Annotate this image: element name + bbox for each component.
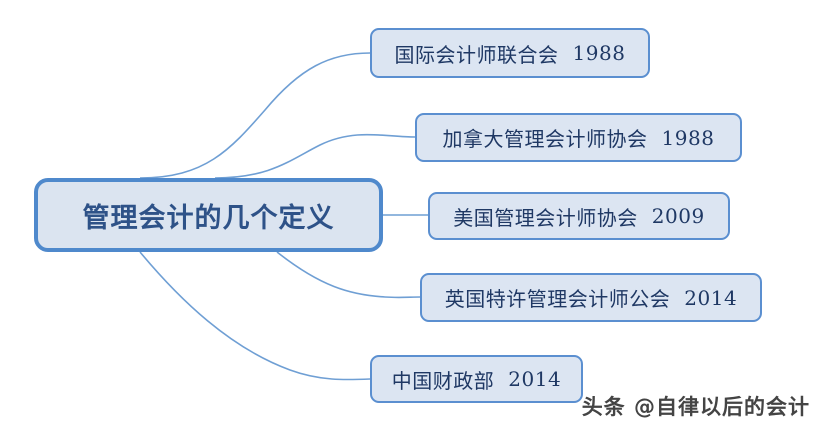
branch-node-1[interactable]: 国际会计师联合会 1988 (370, 28, 650, 78)
connector-to-branch-1 (139, 52, 371, 179)
branch-node-5-year: 2014 (508, 367, 562, 391)
connector-to-branch-4 (276, 251, 421, 299)
branch-node-2-year: 1988 (661, 125, 715, 150)
branch-node-1-year: 1988 (572, 41, 626, 65)
branch-node-4[interactable]: 英国特许管理会计师公会 2014 (420, 273, 762, 322)
branch-node-4-label: 英国特许管理会计师公会 (444, 287, 671, 311)
branch-node-1-label: 国际会计师联合会 (394, 42, 559, 67)
watermark-text: 头条 @自律以后的会计 (581, 395, 810, 419)
branch-node-2-label: 加拿大管理会计师协会 (442, 127, 648, 151)
root-node-label: 管理会计的几个定义 (82, 202, 335, 234)
branch-node-4-year: 2014 (684, 285, 738, 310)
root-node[interactable]: 管理会计的几个定义 (34, 178, 383, 252)
connector-to-branch-2 (214, 133, 416, 179)
branch-node-5[interactable]: 中国财政部 2014 (370, 355, 583, 403)
branch-node-3-year: 2009 (651, 204, 705, 228)
connector-to-branch-5 (139, 251, 371, 381)
branch-node-3-label: 美国管理会计师协会 (453, 205, 638, 230)
branch-node-5-label: 中国财政部 (391, 368, 495, 393)
branch-node-2[interactable]: 加拿大管理会计师协会 1988 (415, 113, 742, 162)
branch-node-3[interactable]: 美国管理会计师协会 2009 (428, 192, 730, 240)
